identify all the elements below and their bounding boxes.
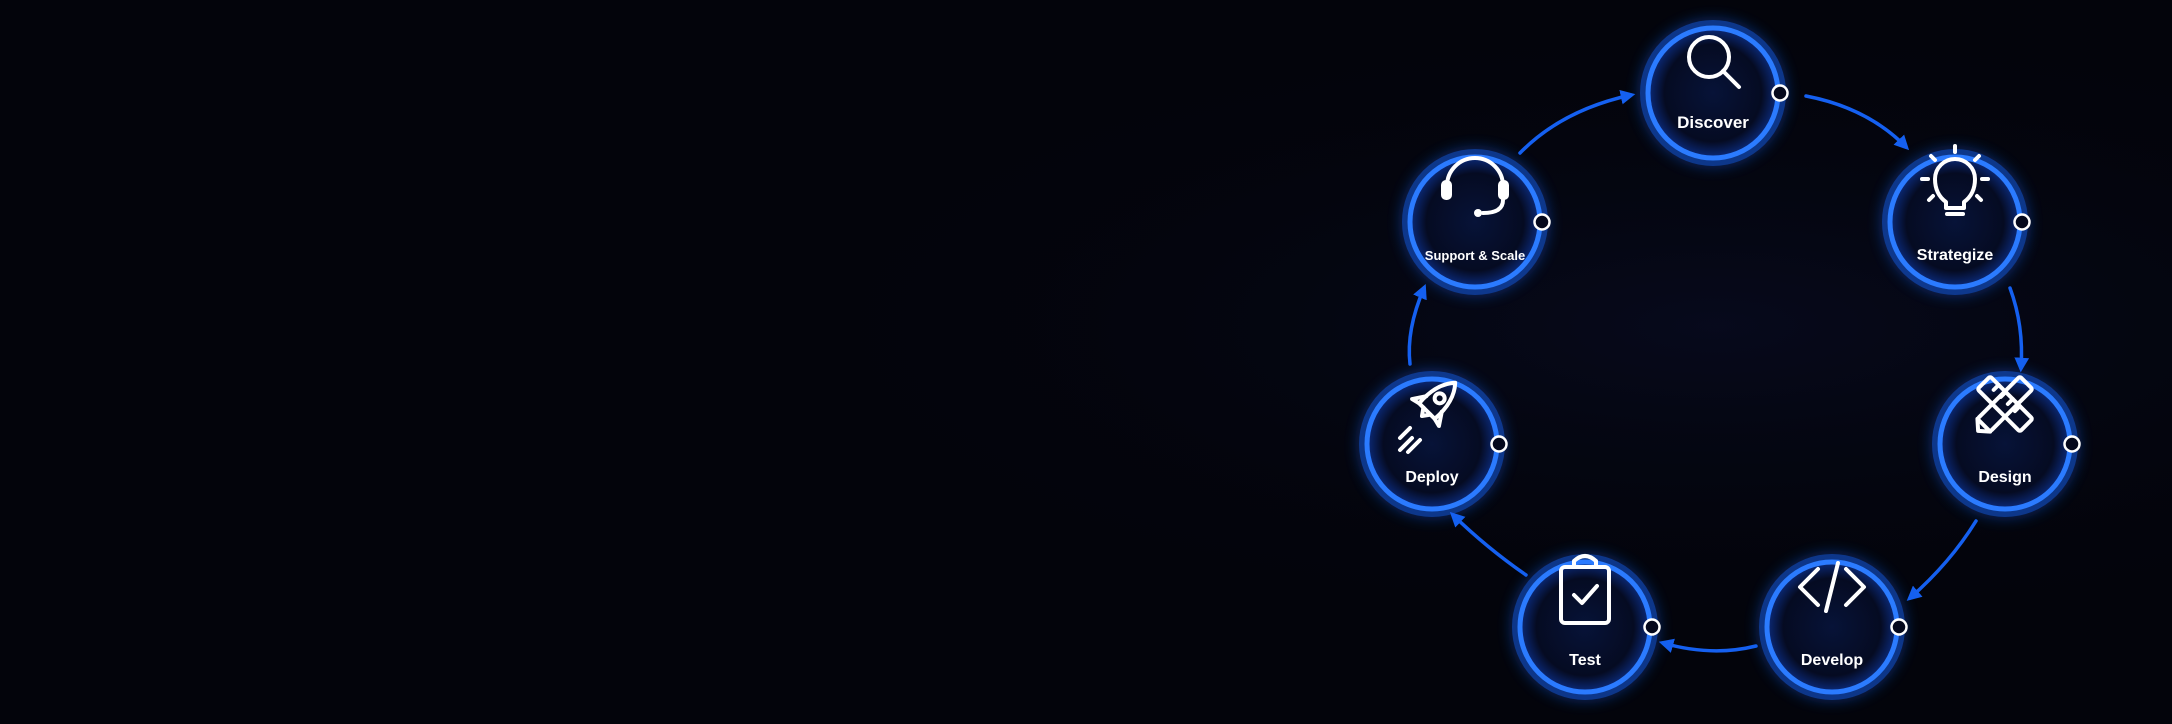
- stage-label: Develop: [1801, 652, 1863, 669]
- connector-dot: [1890, 618, 1908, 636]
- stage-node-design: Design: [1932, 371, 2081, 517]
- headset-icon: [1441, 156, 1509, 217]
- search-icon: [1687, 35, 1741, 89]
- connector-dot: [2013, 213, 2031, 231]
- stage-node-test: Test: [1512, 554, 1661, 700]
- cycle-arrow: [1449, 511, 1528, 577]
- clipboard-check-icon: [1559, 554, 1611, 625]
- cycle-arrow: [1804, 94, 1910, 151]
- stage-label: Strategize: [1917, 247, 1994, 264]
- code-icon: [1798, 561, 1866, 613]
- stage-label: Deploy: [1405, 469, 1458, 486]
- stage-node-discover: Discover: [1640, 20, 1789, 166]
- cycle-arrows: [1407, 90, 2030, 653]
- node-ring: [1887, 154, 2023, 290]
- cycle-arrow: [1658, 638, 1758, 653]
- stage-node-strategize: Strategize: [1882, 144, 2031, 295]
- cycle-arrow: [1906, 519, 1978, 601]
- rocket-icon: [1398, 380, 1458, 454]
- cycle-arrow: [1407, 283, 1427, 366]
- stage-label: Discover: [1677, 113, 1749, 132]
- node-ring: [1364, 376, 1500, 512]
- stage-node-support-scale: Support & Scale: [1402, 149, 1551, 295]
- cycle-arrow: [2008, 286, 2030, 373]
- stage-label: Design: [1978, 469, 2031, 486]
- design-tools-icon: [1975, 375, 2034, 434]
- node-ring: [1937, 376, 2073, 512]
- connector-dot: [1643, 618, 1661, 636]
- connector-dot: [1771, 84, 1789, 102]
- cycle-arrow: [1518, 90, 1636, 155]
- node-ring: [1517, 559, 1653, 695]
- node-ring: [1407, 154, 1543, 290]
- stage-label: Test: [1569, 652, 1601, 669]
- connector-dot: [1490, 435, 1508, 453]
- stage-label: Support & Scale: [1425, 248, 1525, 263]
- node-ring: [1645, 25, 1781, 161]
- connector-dot: [1533, 213, 1551, 231]
- stage-node-deploy: Deploy: [1359, 371, 1508, 517]
- connector-dot: [2063, 435, 2081, 453]
- lightbulb-icon: [1920, 144, 1990, 216]
- stage-node-develop: Develop: [1759, 554, 1908, 700]
